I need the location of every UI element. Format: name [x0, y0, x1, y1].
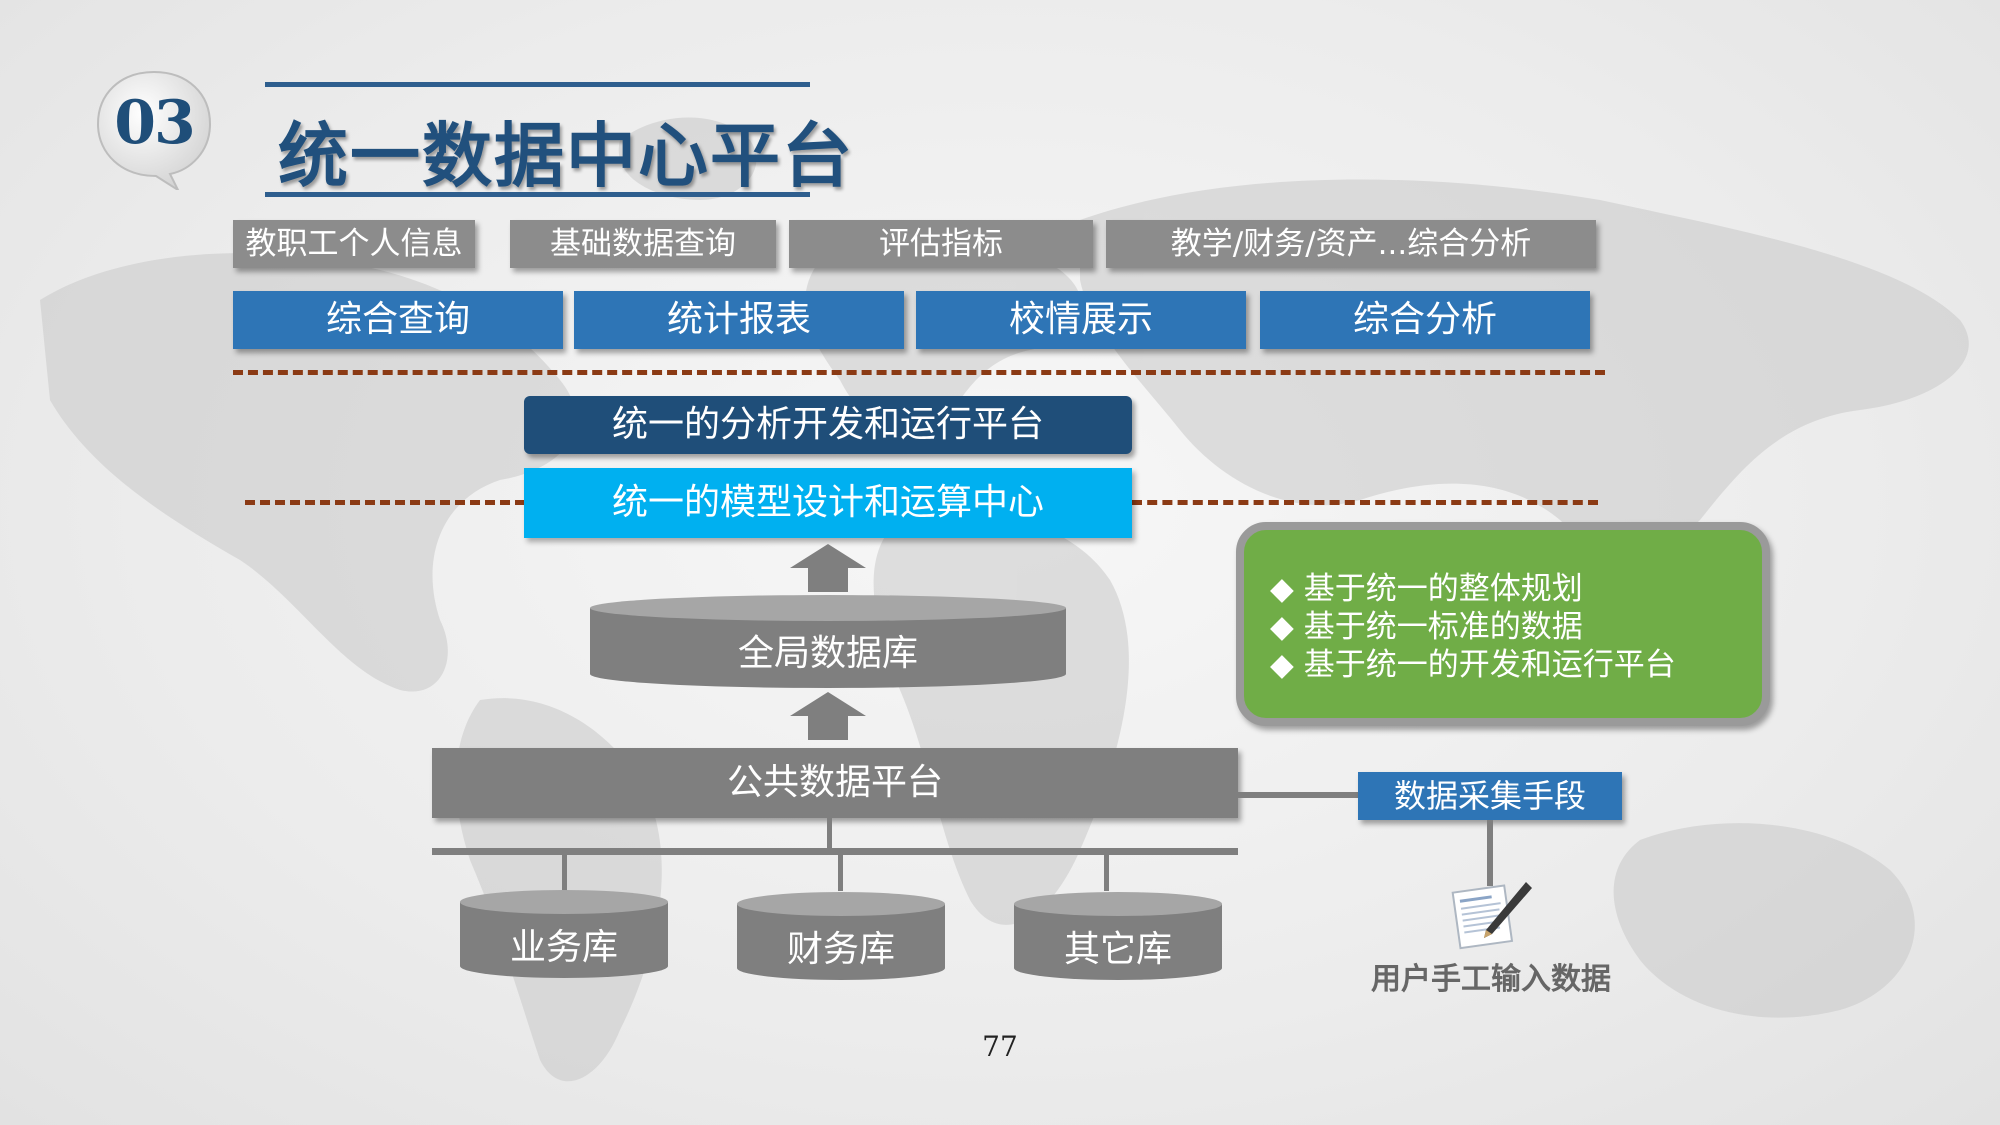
arrow-up-icon [790, 544, 866, 592]
public-data-platform: 公共数据平台 [432, 748, 1238, 818]
tab-comprehensive-query[interactable]: 综合查询 [233, 291, 563, 349]
analysis-dev-platform: 统一的分析开发和运行平台 [524, 396, 1132, 454]
arrow-up-icon [790, 692, 866, 740]
model-design-center: 统一的模型设计和运算中心 [524, 468, 1132, 538]
dashed-separator-left [245, 500, 525, 505]
diamond-bullet-icon: ◆ [1270, 647, 1294, 683]
bus-connector-vertical [827, 818, 832, 848]
tab-staff-info[interactable]: 教职工个人信息 [233, 220, 475, 268]
manual-input-label: 用户手工输入数据 [1371, 962, 1611, 997]
tab-comprehensive-analysis-detail[interactable]: 教学/财务/资产...综合分析 [1106, 220, 1596, 268]
diamond-bullet-icon: ◆ [1270, 571, 1294, 607]
dashed-separator-top [233, 370, 1605, 375]
other-db-label: 其它库 [1063, 929, 1172, 970]
tab-basic-data-query[interactable]: 基础数据查询 [510, 220, 776, 268]
bullet-item: ◆ 基于统一的开发和运行平台 [1270, 647, 1676, 683]
tab-evaluation-index[interactable]: 评估指标 [789, 220, 1093, 268]
tab-statistical-report[interactable]: 统计报表 [574, 291, 904, 349]
collection-connector-horizontal [1238, 792, 1358, 798]
bus-connector-business [562, 855, 567, 891]
tab-comprehensive-analysis[interactable]: 综合分析 [1260, 291, 1590, 349]
finance-db-cylinder [737, 892, 945, 980]
page-title: 统一数据中心平台 [278, 115, 854, 197]
dashed-separator-right [1132, 500, 1598, 505]
page-number: 77 [982, 1030, 1018, 1063]
business-db-label: 业务库 [509, 927, 618, 968]
data-collection-box: 数据采集手段 [1358, 772, 1622, 820]
bus-connector-finance [838, 855, 843, 891]
collection-connector-vertical [1487, 820, 1493, 886]
document-pen-icon [1451, 882, 1532, 950]
finance-db-label: 财务库 [786, 929, 895, 970]
diamond-bullet-icon: ◆ [1270, 609, 1294, 645]
section-number: 03 [114, 88, 196, 158]
global-database-cylinder [590, 595, 1066, 688]
bus-connector-other [1104, 855, 1109, 891]
title-rule-bottom [265, 192, 810, 197]
business-db-cylinder [460, 890, 668, 978]
key-points-box: ◆ 基于统一的整体规划 ◆ 基于统一标准的数据 ◆ 基于统一的开发和运行平台 [1236, 522, 1770, 726]
bullet-item: ◆ 基于统一标准的数据 [1270, 609, 1583, 645]
tab-campus-display[interactable]: 校情展示 [916, 291, 1246, 349]
other-db-cylinder [1014, 892, 1222, 980]
bullet-item: ◆ 基于统一的整体规划 [1270, 571, 1583, 607]
global-database-label: 全局数据库 [737, 633, 918, 674]
title-rule-top [265, 82, 810, 87]
bus-line [432, 848, 1238, 855]
section-badge-bubble [96, 70, 212, 190]
